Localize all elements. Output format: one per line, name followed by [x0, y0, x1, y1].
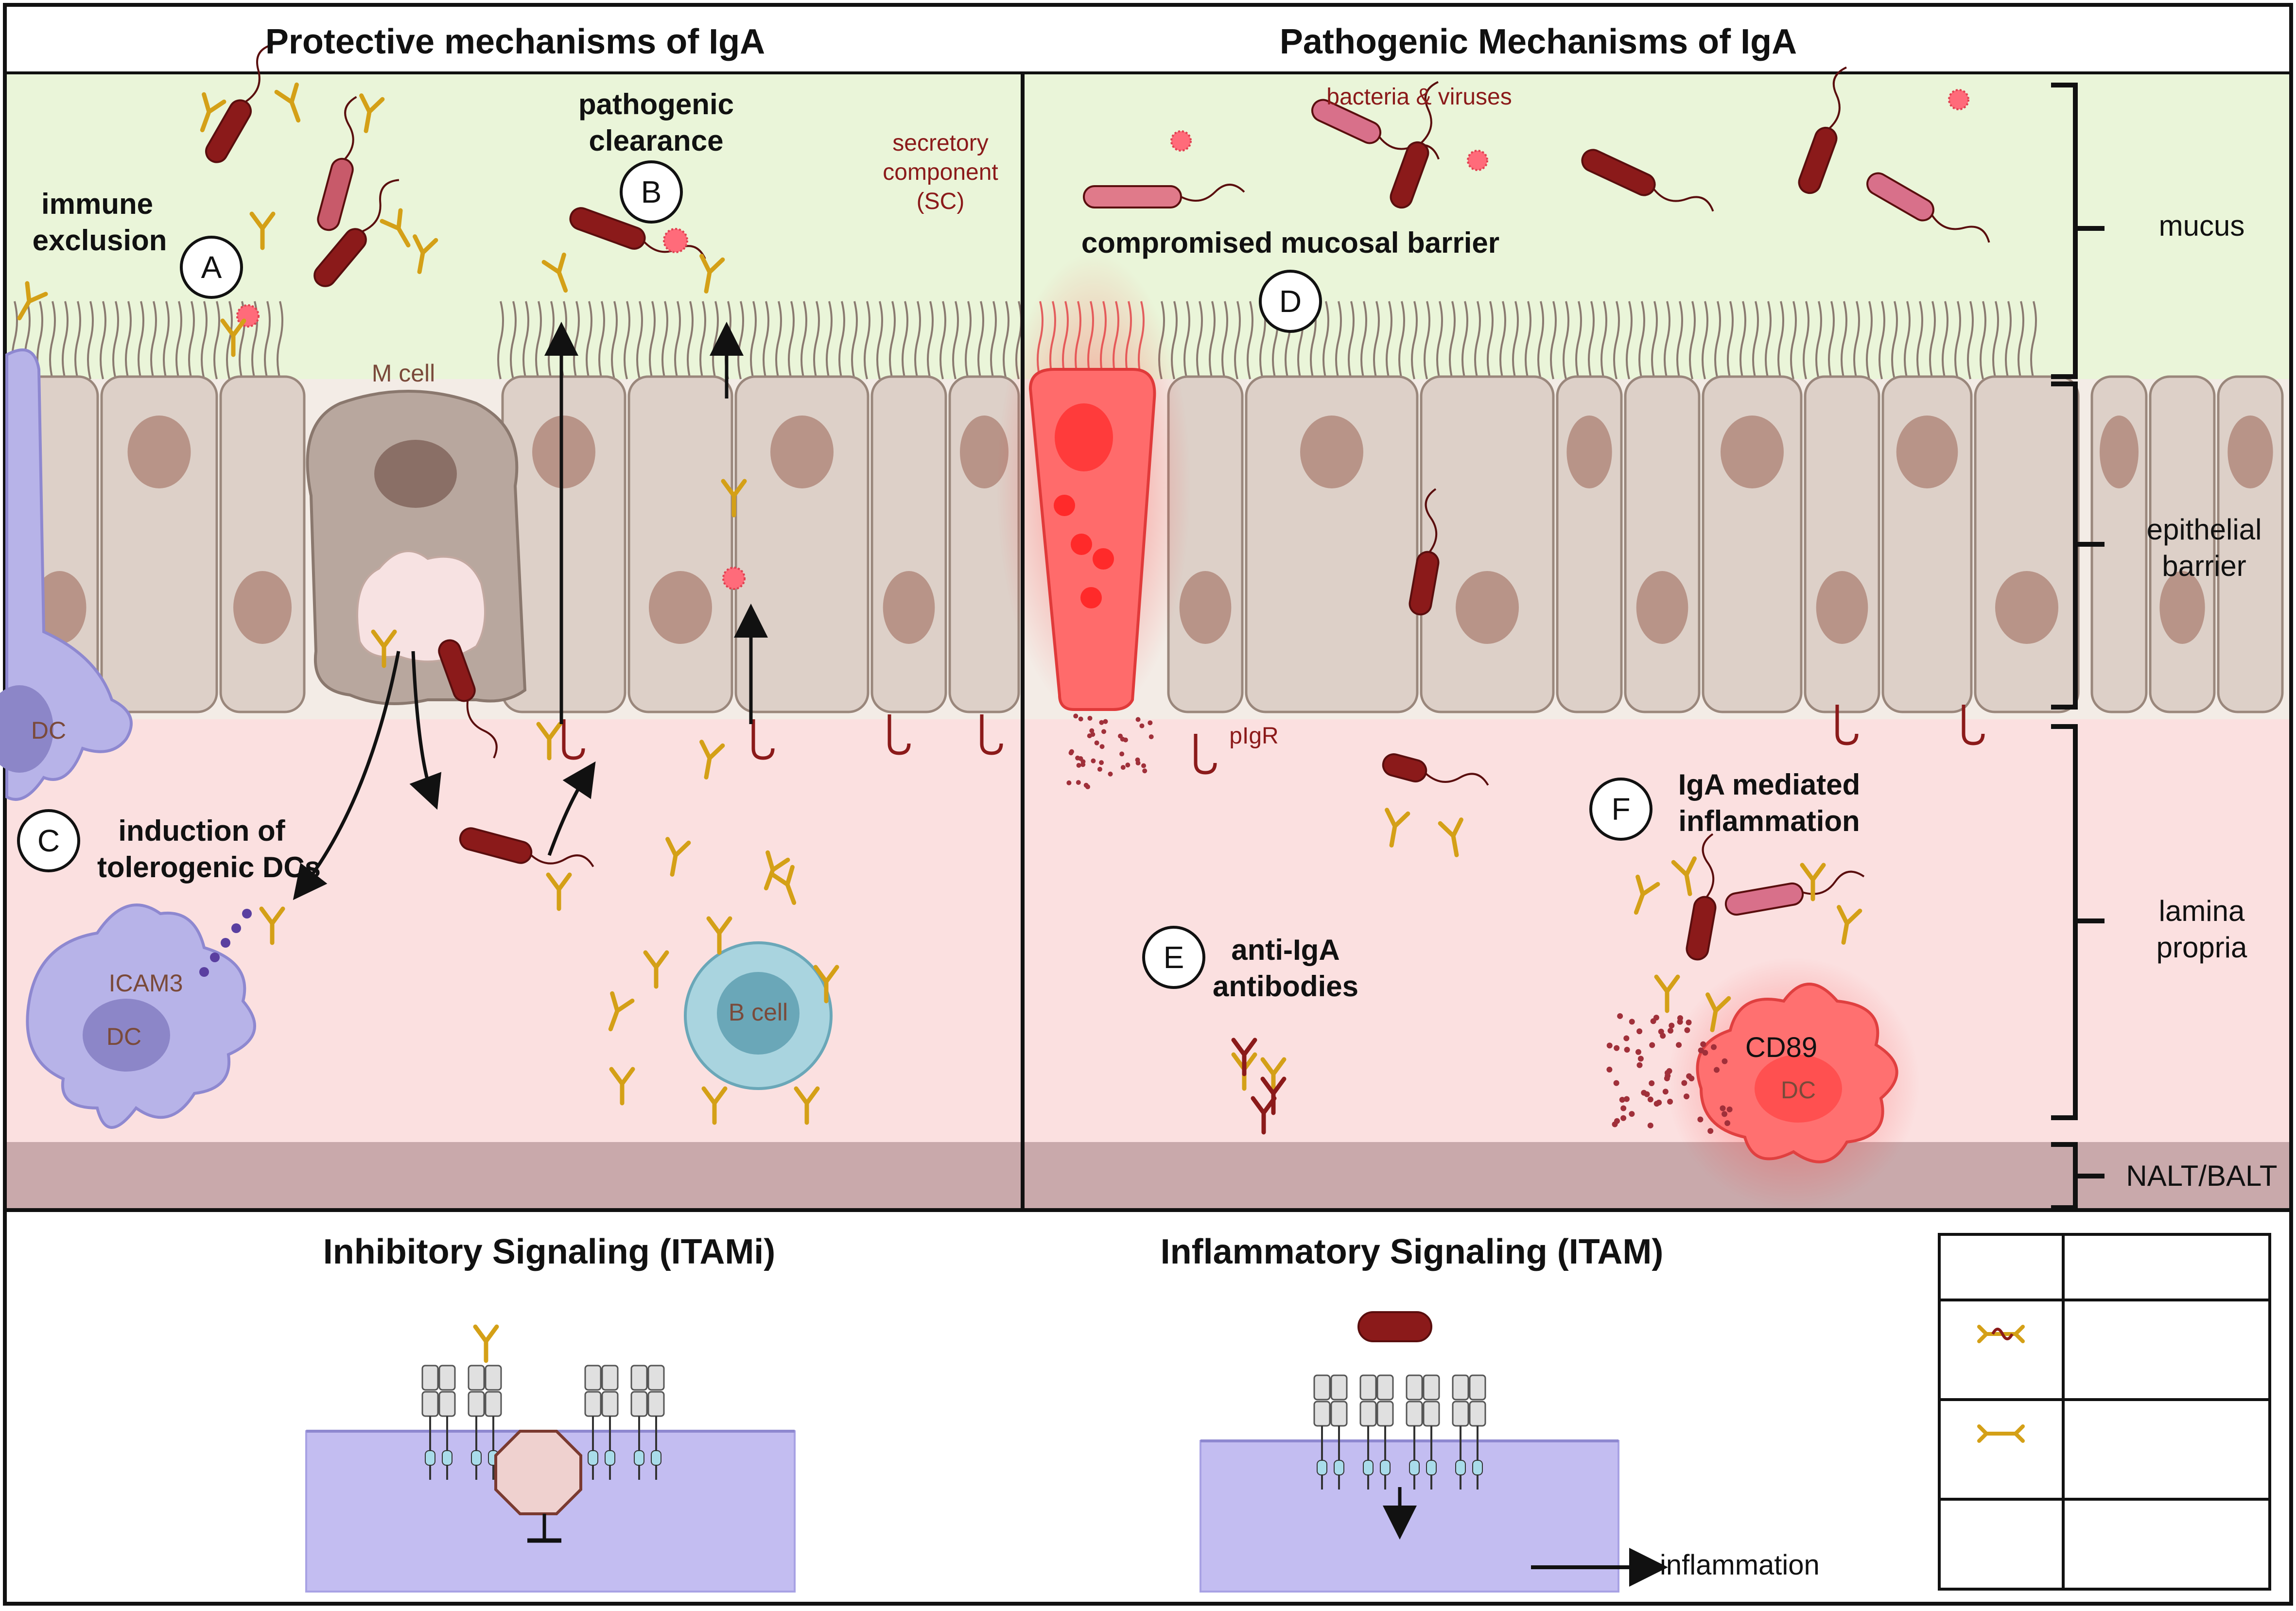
icam3-label: ICAM3 — [109, 970, 183, 997]
dc-top-label: DC — [31, 717, 66, 744]
mechanism-d-letter: D — [1279, 284, 1302, 319]
pathogenic-clearance-line1: pathogenic — [578, 88, 734, 121]
mechanism-b-letter: B — [641, 174, 662, 209]
mechanism-f-marker: F — [1591, 779, 1651, 839]
inhibitory-signaling-title: Inhibitory Signaling (ITAMi) — [323, 1232, 776, 1271]
dc-right-label: DC — [1781, 1076, 1816, 1104]
mechanism-a-marker: A — [181, 237, 242, 297]
secretory-component-line3: (SC) — [917, 189, 965, 214]
tolerogenic-dcs-line1: induction of — [118, 814, 285, 847]
bacteria-viruses-label: bacteria & viruses — [1326, 84, 1512, 110]
layer-nalt-label: NALT/BALT — [2126, 1160, 2277, 1192]
inflammatory-signaling-title: Inflammatory Signaling (ITAM) — [1161, 1232, 1664, 1271]
mechanism-f-letter: F — [1611, 792, 1630, 827]
left-panel-title: Protective mechanisms of IgA — [265, 22, 765, 61]
mechanism-c-letter: C — [37, 823, 60, 858]
secretory-component-line1: secretory — [892, 130, 988, 156]
cd89-label: CD89 — [1745, 1032, 1817, 1063]
pathogenic-clearance-line2: clearance — [589, 124, 724, 157]
b-cell-label: B cell — [729, 999, 788, 1026]
compromised-barrier-label: compromised mucosal barrier — [1081, 226, 1499, 259]
layer-epithelial-line2: barrier — [2162, 550, 2246, 582]
inflamed-epithelial-cell — [996, 253, 1191, 719]
immune-exclusion-line1: immune — [41, 188, 153, 220]
mechanism-c-marker: C — [18, 811, 79, 871]
m-cell — [308, 391, 525, 704]
affinity-table — [1939, 1234, 2270, 1589]
inflammation-label: inflammation — [1660, 1549, 1820, 1581]
layer-epithelial-line1: epithelial — [2147, 513, 2262, 546]
mechanism-d-marker: D — [1260, 271, 1321, 331]
iga-inflammation-line2: inflammation — [1678, 805, 1860, 837]
tolerogenic-dcs-line2: tolerogenic DCs — [97, 851, 321, 883]
mechanism-b-marker: B — [621, 162, 681, 222]
anti-iga-line2: antibodies — [1213, 970, 1358, 1003]
mechanism-e-letter: E — [1164, 940, 1184, 975]
layer-lamina-line2: propria — [2157, 931, 2247, 964]
immune-exclusion-line2: exclusion — [33, 224, 167, 257]
secretory-component-line2: component — [883, 159, 998, 185]
layer-lamina-line1: lamina — [2159, 895, 2245, 927]
anti-iga-line1: anti-IgA — [1231, 934, 1339, 966]
right-panel-title: Pathogenic Mechanisms of IgA — [1280, 22, 1797, 61]
pigr-label: pIgR — [1229, 723, 1278, 749]
left-nalt-layer — [7, 1142, 1021, 1210]
layer-mucus-label: mucus — [2159, 209, 2245, 242]
mechanism-a-letter: A — [201, 250, 222, 285]
iga-inflammation-line1: IgA mediated — [1678, 768, 1861, 801]
mechanism-e-marker: E — [1144, 927, 1204, 987]
dc-left-label: DC — [106, 1023, 141, 1050]
shp1-octagon — [496, 1431, 581, 1514]
m-cell-label: M cell — [372, 360, 435, 387]
